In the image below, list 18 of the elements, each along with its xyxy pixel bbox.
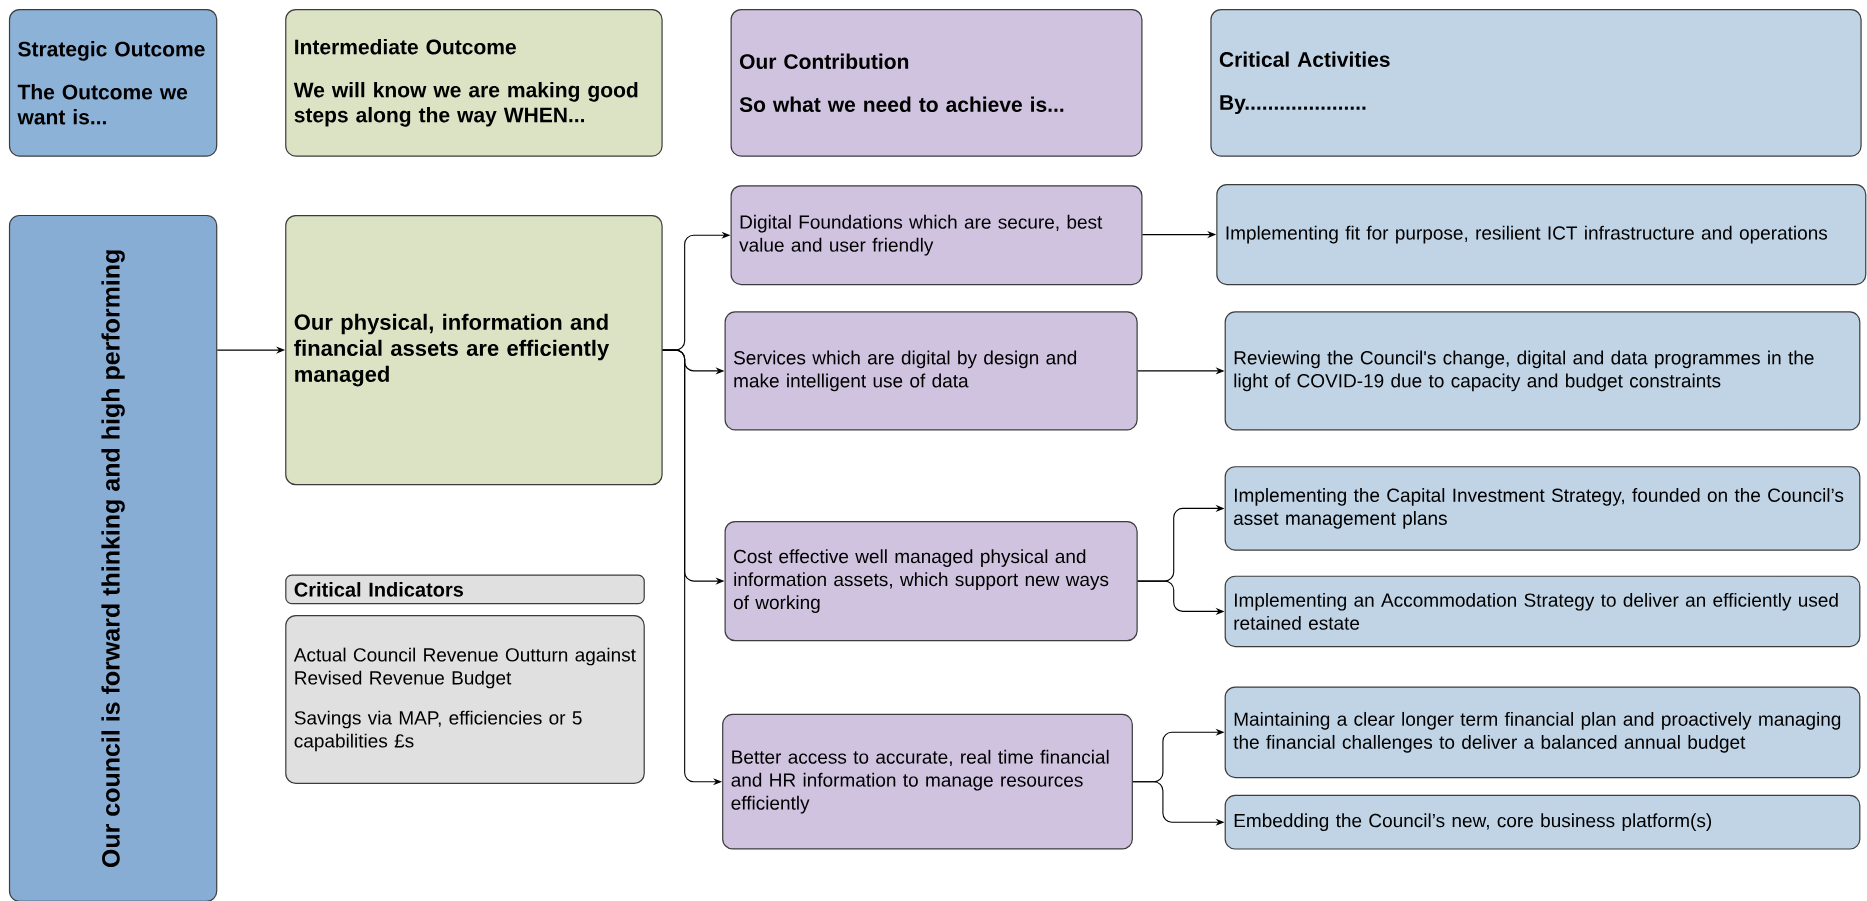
- contribution-box: Cost effective well managed physical and information assets, which support new ways of working: [724, 520, 1138, 642]
- activity-box: Implementing fit for purpose, resilient ICT infrastructure and operations: [1216, 184, 1867, 286]
- outcome-box: Our physical, information and financial assets are efficiently managed: [285, 214, 663, 486]
- contribution-box: Services which are digital by design and make intelligent use of data: [724, 311, 1138, 431]
- header-box: Strategic Outcome The Outcome we want is...: [8, 8, 218, 157]
- header-box: Critical Activities By.....................: [1210, 8, 1862, 157]
- indicator-heading: Critical Indicators: [285, 574, 645, 605]
- activity-box: Maintaining a clear longer term financial plan and proactively managing the financial challenges to deliver a balanced annual budget: [1224, 686, 1861, 779]
- activity-box: Implementing an Accommodation Strategy to deliver an efficiently used retained estate: [1224, 575, 1861, 648]
- outcome-banner: Our council is forward thinking and high performing: [8, 214, 218, 901]
- activity-box: Implementing the Capital Investment Strategy, founded on the Council’s asset management plans: [1224, 466, 1861, 551]
- activity-box: Reviewing the Council's change, digital and data programmes in the light of COVID-19 due to capacity and budget constraints: [1224, 311, 1861, 431]
- header-box: Our Contribution So what we need to achieve is...: [730, 8, 1143, 157]
- header-box: Intermediate Outcome We will know we are making good steps along the way WHEN...: [285, 8, 663, 157]
- indicator-box: Actual Council Revenue Outturn against Revised Revenue Budget Savings via MAP, efficiencies or 5 capabilities £s: [285, 614, 645, 785]
- contribution-box: Better access to accurate, real time financial and HR information to manage resources efficiently: [722, 713, 1133, 850]
- contribution-box: Digital Foundations which are secure, best value and user friendly: [730, 185, 1143, 286]
- activity-box: Embedding the Council’s new, core business platform(s): [1224, 794, 1861, 850]
